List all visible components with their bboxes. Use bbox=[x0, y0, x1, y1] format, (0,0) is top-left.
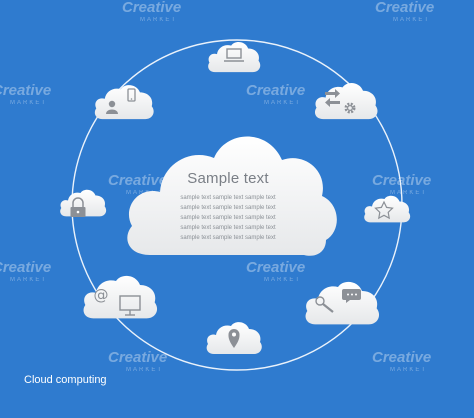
watermark-sub: MARKET bbox=[393, 17, 430, 23]
sample-line: sample text sample text sample text bbox=[180, 205, 276, 211]
star-icon bbox=[374, 200, 394, 220]
watermark-brand: Creative bbox=[246, 259, 305, 276]
watermark-sub: MARKET bbox=[264, 277, 301, 283]
sample-line: sample text sample text sample text bbox=[180, 225, 276, 231]
central-cloud bbox=[127, 136, 337, 256]
watermark-layer: CreativeMARKETCreativeMARKETCreativeMARK… bbox=[0, 0, 434, 373]
center-title: Sample text bbox=[187, 170, 269, 187]
cloud-star bbox=[364, 195, 411, 223]
cloud-user-phone bbox=[94, 85, 154, 120]
magnifier-icon bbox=[315, 296, 334, 313]
sample-line: sample text sample text sample text bbox=[180, 235, 276, 241]
cloud-location bbox=[206, 322, 262, 354]
watermark-sub: MARKET bbox=[10, 277, 47, 283]
watermark-brand: Creative bbox=[372, 349, 431, 366]
map-pin-icon bbox=[228, 329, 240, 348]
padlock-icon bbox=[70, 197, 86, 217]
sample-line: sample text sample text sample text bbox=[180, 195, 276, 201]
monitor-icon bbox=[119, 295, 141, 316]
diagram-caption: Cloud computing bbox=[24, 374, 107, 386]
watermark-brand: Creative bbox=[122, 0, 181, 16]
cloud-lock bbox=[60, 189, 107, 217]
watermark-sub: MARKET bbox=[126, 367, 163, 373]
watermark-sub: MARKET bbox=[264, 100, 301, 106]
gear-icon bbox=[344, 102, 356, 114]
watermark-brand: Creative bbox=[0, 82, 51, 99]
center-sample-lines: sample text sample text sample text samp… bbox=[168, 193, 288, 243]
watermark-brand: Creative bbox=[246, 82, 305, 99]
cloud-transfer-settings bbox=[315, 83, 378, 120]
center-text-block: Sample text sample text sample text samp… bbox=[168, 170, 288, 243]
sample-line: sample text sample text sample text bbox=[180, 215, 276, 221]
watermark-brand: Creative bbox=[375, 0, 434, 16]
cloud-email-monitor: @ bbox=[83, 275, 158, 319]
chat-bubble-icon bbox=[342, 289, 361, 303]
watermark-sub: MARKET bbox=[10, 100, 47, 106]
cloud-laptop bbox=[208, 42, 261, 73]
smartphone-icon bbox=[127, 88, 136, 102]
cloud-search-chat bbox=[305, 281, 380, 325]
user-icon bbox=[106, 100, 118, 114]
watermark-sub: MARKET bbox=[390, 367, 427, 373]
transfer-arrows-icon bbox=[325, 89, 340, 107]
watermark-brand: Creative bbox=[108, 172, 167, 189]
watermark-sub: MARKET bbox=[140, 17, 177, 23]
watermark-brand: Creative bbox=[108, 349, 167, 366]
at-sign-icon: @ bbox=[94, 286, 109, 304]
watermark-brand: Creative bbox=[372, 172, 431, 189]
laptop-icon bbox=[224, 48, 244, 62]
watermark-brand: Creative bbox=[0, 259, 51, 276]
watermark-sub: MARKET bbox=[390, 190, 427, 196]
